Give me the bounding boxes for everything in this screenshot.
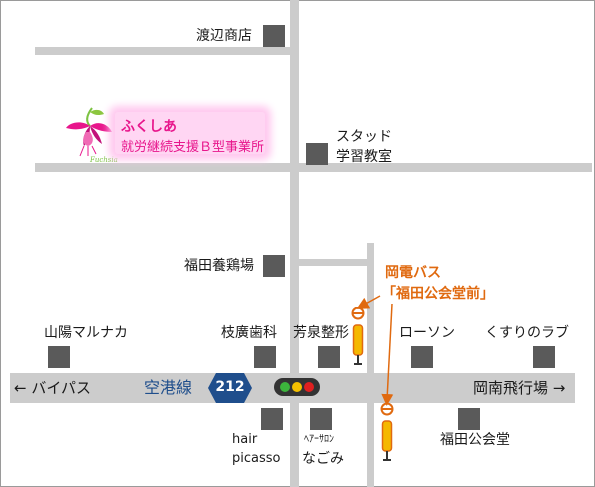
fukushia-banner: ふくしあ 就労継続支援Ｂ型事業所: [115, 112, 265, 155]
label-airport-line: 空港線: [144, 378, 193, 397]
label-sanyo-marunaka: 山陽マルナカ: [44, 325, 128, 341]
label-watanabe-shop: 渡辺商店: [196, 28, 252, 44]
label-edahiro-dental: 枝廣歯科: [221, 325, 277, 341]
building-edahiro-dental: [254, 346, 276, 368]
building-watanabe-shop: [263, 25, 285, 47]
building-stud-study-room: [306, 143, 328, 165]
route-212-shield-icon: [208, 373, 252, 403]
label-nagomi-line1: ﾍｱｰｻﾛﾝ: [304, 434, 334, 445]
label-bypass-direction: ← バイパス: [14, 379, 92, 397]
building-nagomi-salon: [310, 408, 332, 430]
building-lawson: [411, 346, 433, 368]
label-bus-company: 岡電バス: [385, 265, 441, 281]
label-okanan-airport-direction: 岡南飛行場 →: [473, 379, 566, 397]
label-stud-line2: 学習教室: [336, 149, 392, 165]
road-east-connector: [299, 259, 371, 266]
building-fukuda-chicken-farm: [263, 255, 285, 277]
logo-caption: Fuchsia: [90, 156, 118, 164]
label-stud-line1: スタッド: [336, 129, 392, 145]
fuchsia-flower-logo: [66, 107, 112, 157]
building-hair-picasso: [261, 408, 283, 430]
banner-subtitle: 就労継続支援Ｂ型事業所: [121, 140, 265, 155]
building-housen-seikei: [318, 346, 340, 368]
label-fukuda-community-hall: 福田公会堂: [440, 432, 510, 448]
label-kusuri-no-rabu: くすりのラブ: [485, 325, 569, 341]
label-housen-seikei: 芳泉整形: [293, 325, 349, 341]
label-hair-picasso-line1: hair: [232, 432, 258, 447]
traffic-light-icon: [274, 378, 320, 396]
road-middle-branch: [35, 163, 592, 172]
building-fukuda-community-hall: [458, 408, 480, 430]
road-central-north-south: [290, 0, 299, 487]
building-sanyo-marunaka: [48, 346, 70, 368]
bus-stop-north-icon: [351, 307, 365, 365]
route-212-number: 212: [215, 379, 245, 395]
road-east-north-south: [367, 243, 374, 487]
banner-title: ふくしあ: [121, 119, 177, 135]
label-lawson: ローソン: [399, 325, 455, 341]
label-bus-stop-name: 「福田公会堂前」: [382, 286, 494, 302]
label-nagomi-line2: なごみ: [302, 451, 344, 467]
label-fukuda-chicken-farm: 福田養鶏場: [184, 258, 254, 274]
road-upper-branch: [35, 47, 290, 55]
building-kusuri-no-rabu: [533, 346, 555, 368]
label-hair-picasso-line2: picasso: [232, 451, 281, 466]
